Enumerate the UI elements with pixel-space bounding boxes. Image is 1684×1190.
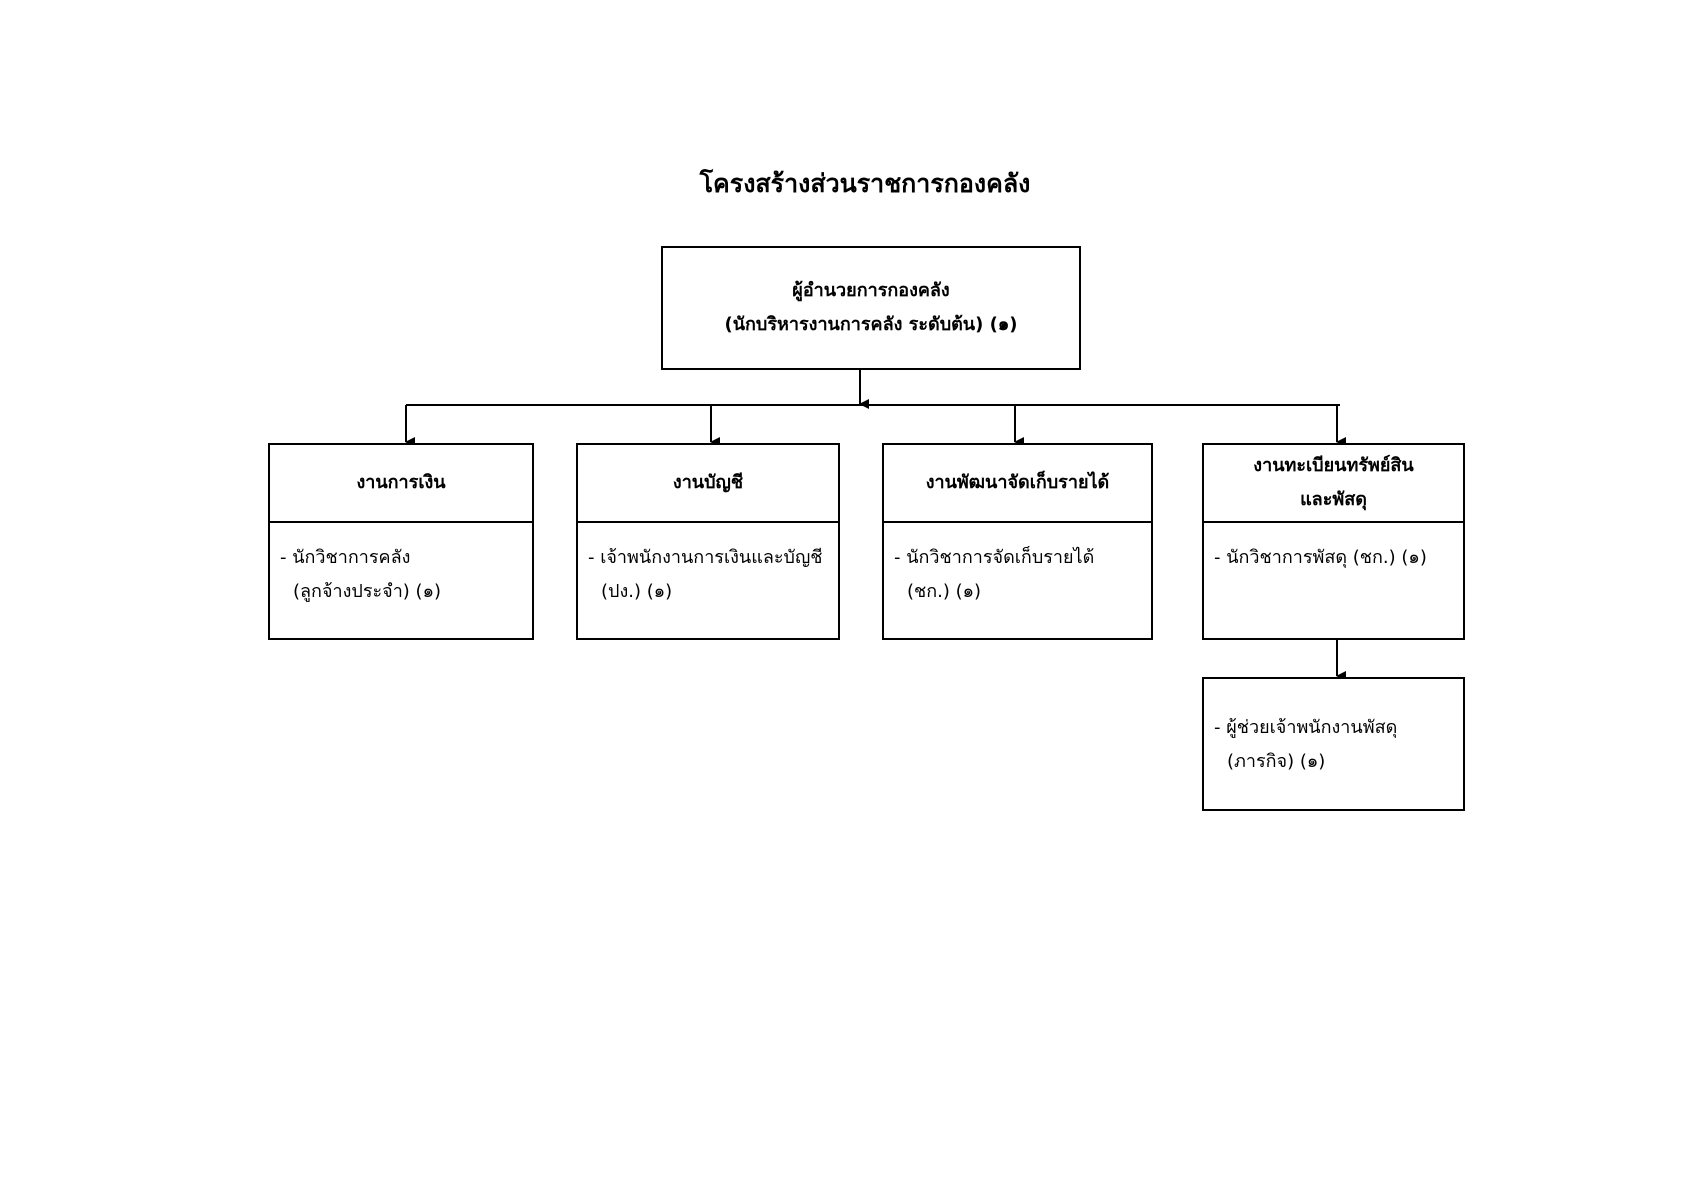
sub-unit-staff-line-2: (ภารกิจ) (๑): [1227, 751, 1326, 772]
asset-unit-heading-line-1: งานทะเบียนทรัพย์สิน: [1253, 455, 1414, 476]
asset-unit-staff: - นักวิชาการพัสดุ (ชก.) (๑): [1204, 523, 1463, 575]
revenue-staff-line-1: - นักวิชาการจัดเก็บรายได้: [894, 547, 1095, 568]
revenue-unit-heading-line: งานพัฒนาจัดเก็บรายได้: [925, 472, 1110, 493]
accounting-unit-heading: งานบัญชี: [578, 445, 838, 523]
director-title: ผู้อำนวยการกองคลัง: [792, 280, 950, 301]
finance-unit-staff: - นักวิชาการคลัง (ลูกจ้างประจำ) (๑): [270, 523, 532, 609]
asset-sub-unit-box: - ผู้ช่วยเจ้าพนักงานพัสดุ (ภารกิจ) (๑): [1202, 677, 1465, 811]
finance-staff-line-2: (ลูกจ้างประจำ) (๑): [293, 581, 442, 602]
director-box: ผู้อำนวยการกองคลัง (นักบริหารงานการคลัง …: [661, 246, 1081, 370]
finance-staff-line-1: - นักวิชาการคลัง: [280, 547, 411, 568]
finance-unit-heading-line: งานการเงิน: [356, 472, 446, 493]
asset-staff-line-1: - นักวิชาการพัสดุ (ชก.) (๑): [1214, 547, 1427, 568]
director-position: (นักบริหารงานการคลัง ระดับต้น) (๑): [724, 314, 1018, 335]
revenue-staff-line-2: (ชก.) (๑): [907, 581, 982, 602]
accounting-staff-line-1: - เจ้าพนักงานการเงินและบัญชี: [588, 547, 823, 568]
accounting-staff-line-2: (ปง.) (๑): [601, 581, 673, 602]
sub-unit-staff-line-1: - ผู้ช่วยเจ้าพนักงานพัสดุ: [1214, 717, 1398, 738]
asset-unit-box: งานทะเบียนทรัพย์สิน และพัสดุ - นักวิชากา…: [1202, 443, 1465, 640]
asset-unit-heading-line-2: และพัสดุ: [1300, 489, 1367, 510]
accounting-unit-box: งานบัญชี - เจ้าพนักงานการเงินและบัญชี (ป…: [576, 443, 840, 640]
accounting-unit-heading-line: งานบัญชี: [672, 472, 744, 493]
asset-unit-heading: งานทะเบียนทรัพย์สิน และพัสดุ: [1204, 445, 1463, 523]
revenue-unit-staff: - นักวิชาการจัดเก็บรายได้ (ชก.) (๑): [884, 523, 1151, 609]
finance-unit-heading: งานการเงิน: [270, 445, 532, 523]
asset-sub-unit-staff: - ผู้ช่วยเจ้าพนักงานพัสดุ (ภารกิจ) (๑): [1204, 679, 1463, 779]
finance-unit-box: งานการเงิน - นักวิชาการคลัง (ลูกจ้างประจ…: [268, 443, 534, 640]
accounting-unit-staff: - เจ้าพนักงานการเงินและบัญชี (ปง.) (๑): [578, 523, 838, 609]
chart-title: โครงสร้างส่วนราชการกองคลัง: [699, 169, 1031, 198]
revenue-unit-box: งานพัฒนาจัดเก็บรายได้ - นักวิชาการจัดเก็…: [882, 443, 1153, 640]
revenue-unit-heading: งานพัฒนาจัดเก็บรายได้: [884, 445, 1151, 523]
